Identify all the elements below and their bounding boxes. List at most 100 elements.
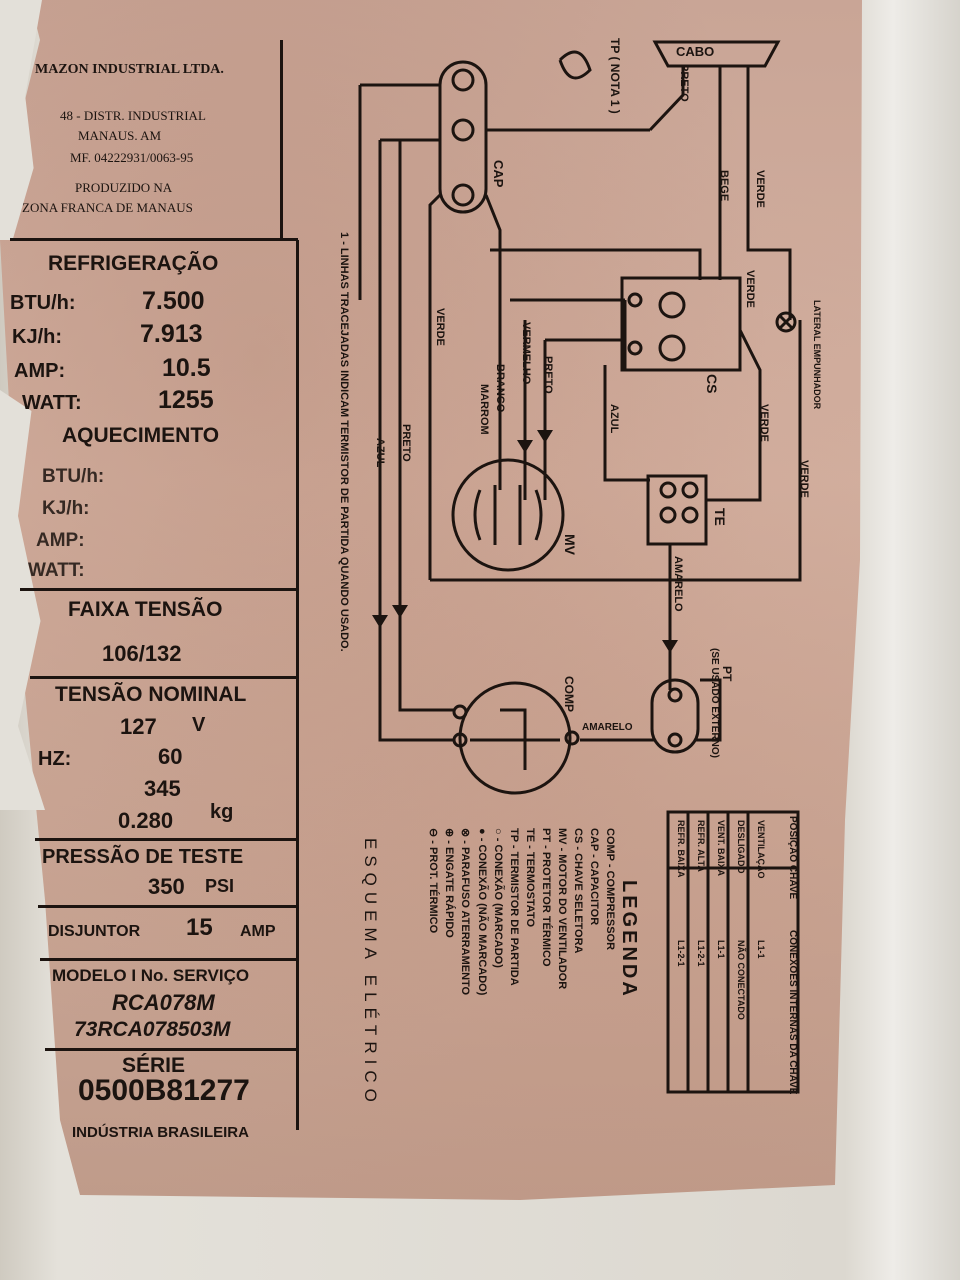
wire-label-amarelo-2: AMARELO — [582, 722, 633, 733]
legend-item-11: ⊕ - ENGATE RÁPIDO — [443, 828, 455, 938]
legend-item-8: ○ - CONEXÃO (MARCADO) — [492, 828, 504, 968]
made-in-text: INDÚSTRIA BRASILEIRA — [72, 1124, 249, 1141]
switch-table-col2: CONEXÕES INTERNAS DA CHAVE — [787, 930, 798, 1095]
value-345: 345 — [144, 776, 181, 801]
thermal-protector — [650, 678, 700, 754]
capacitor — [438, 60, 488, 214]
btu-label: BTU/h: — [10, 292, 76, 314]
weight-unit: kg — [210, 801, 234, 823]
legend-item-7: TP - TERMISTOR DE PARTIDA — [508, 828, 520, 986]
voltage-range-title: FAIXA TENSÃO — [68, 598, 223, 621]
legend-item-1: COMP - COMPRESSOR — [604, 828, 616, 951]
wire-label-marrom: MARROM — [478, 384, 490, 435]
wire-label-bege: BEGE — [718, 170, 730, 202]
company-address-2: MANAUS. AM — [78, 128, 162, 143]
section-line — [40, 958, 298, 961]
legend-item-4: MV - MOTOR DO VENTILADOR — [556, 828, 568, 990]
serie-value: 0500B81277 — [78, 1074, 250, 1107]
mv-label: MV — [562, 534, 578, 555]
switch-row-3-pos: VENT. BAIXA — [716, 820, 726, 877]
heating-amp-label: AMP: — [36, 530, 85, 551]
heating-watt-label: WATT: — [28, 560, 85, 581]
amp-label: AMP: — [14, 360, 66, 382]
switch-row-4-pos: REFR. ALTA — [696, 820, 706, 872]
breaker-unit: AMP — [240, 923, 276, 940]
legend-list: COMP - COMPRESSOR CAP - CAPACITOR CS - C… — [420, 828, 630, 1028]
wire-label-vermelho: VERMELHO — [520, 322, 532, 385]
tp-label: TP ( NOTA 1 ) — [608, 38, 622, 114]
te-label: TE — [712, 508, 728, 526]
company-address-1: 48 - DISTR. INDUSTRIAL — [60, 108, 206, 123]
hz-value: 60 — [158, 744, 183, 769]
comp-label: COMP — [562, 676, 576, 712]
fan-motor — [451, 458, 565, 572]
watt-label: WATT: — [22, 392, 82, 414]
nominal-voltage-title: TENSÃO NOMINAL — [55, 683, 247, 706]
legend-item-5: PT - PROTETOR TÉRMICO — [540, 828, 552, 967]
diagram-note: 1 - LINHAS TRACEJADAS INDICAM TERMISTOR … — [338, 232, 350, 652]
selector-switch — [620, 276, 742, 372]
switch-row-3-conn: L1-1 — [716, 940, 726, 959]
cable-label: CABO — [676, 44, 715, 59]
legend-item-3: CS - CHAVE SELETORA — [572, 828, 584, 954]
service-number: 73RCA078503M — [74, 1018, 231, 1041]
cap-label: CAP — [491, 160, 506, 188]
wire-label-preto-3: PRETO — [400, 424, 412, 462]
panel-divider — [296, 240, 299, 1130]
heating-btu-label: BTU/h: — [42, 466, 105, 487]
nominal-voltage-unit: V — [192, 714, 206, 736]
refrigeration-title: REFRIGERAÇÃO — [48, 252, 219, 275]
indicator-lamp — [775, 311, 797, 333]
produced-text: PRODUZIDO NA — [75, 180, 173, 195]
power-cable-plug — [652, 40, 781, 68]
wire-label-preto-2: PRETO — [542, 356, 554, 394]
section-line — [45, 1048, 298, 1051]
note-text: - LINHAS TRACEJADAS INDICAM TERMISTOR DE… — [338, 241, 350, 652]
panel-divider — [280, 40, 283, 240]
switch-row-5-pos: REFR. BAIXA — [676, 820, 686, 878]
weight-value: 0.280 — [118, 808, 174, 833]
switch-row-4-conn: L1-2-1 — [696, 940, 706, 967]
hz-label: HZ: — [38, 748, 72, 770]
switch-row-2-pos: DESLIGADO — [736, 820, 746, 874]
company-cnpj: MF. 04222931/0063-95 — [70, 150, 194, 165]
heating-title: AQUECIMENTO — [62, 424, 220, 447]
note-marker: 1 — [338, 232, 350, 239]
switch-table — [666, 810, 800, 1094]
wire-label-azul-2: AZUL — [374, 438, 386, 468]
legend-item-12: ⊖ - PROT. TÉRMICO — [427, 828, 439, 934]
breaker-value: 15 — [186, 914, 213, 941]
voltage-range-value: 106/132 — [102, 641, 182, 666]
wire-label-verde-5: VERDE — [434, 308, 446, 346]
legend-item-10: ⊗ - PARAFUSO ATERRAMENTO — [459, 828, 471, 996]
pt-note: (SE USADO EXTERNO) — [709, 648, 720, 759]
heating-kj-label: KJ/h: — [42, 498, 90, 519]
wire-label-verde-3: VERDE — [758, 404, 770, 442]
diagram-title: ESQUEMA ELÉTRICO — [361, 838, 380, 1108]
pressure-value: 350 — [148, 874, 185, 899]
company-name: MAZON INDUSTRIAL LTDA. — [35, 62, 224, 77]
wire-label-preto: PRETO — [678, 64, 690, 102]
legend-item-2: CAP - CAPACITOR — [588, 828, 600, 926]
model-value: RCA078M — [112, 990, 215, 1015]
pressure-unit: PSI — [205, 876, 235, 896]
btu-value: 7.500 — [142, 287, 205, 315]
section-line — [10, 238, 298, 241]
thermostat — [646, 474, 708, 546]
amp-value: 10.5 — [162, 354, 211, 382]
pressure-title: PRESSÃO DE TESTE — [42, 846, 244, 868]
wire-label-verde: VERDE — [754, 170, 766, 208]
section-line — [35, 838, 298, 841]
switch-row-1-conn: L1-1 — [756, 940, 766, 959]
wire-label-verde-2: VERDE — [744, 270, 756, 308]
compressor — [458, 681, 572, 795]
wire-label-verde-4: VERDE — [798, 460, 810, 498]
switch-table-col1: POSIÇÃO CHAVE — [787, 816, 798, 900]
model-title: MODELO I No. SERVIÇO — [52, 966, 250, 985]
wire-label-amarelo: AMARELO — [672, 556, 684, 612]
switch-row-2-conn: NÃO CONECTADO — [736, 940, 746, 1020]
switch-row-5-conn: L1-2-1 — [676, 940, 686, 967]
zone-text: ZONA FRANCA DE MANAUS — [22, 200, 193, 215]
lamp-label: LATERAL EMPUNHADOR — [812, 300, 822, 410]
